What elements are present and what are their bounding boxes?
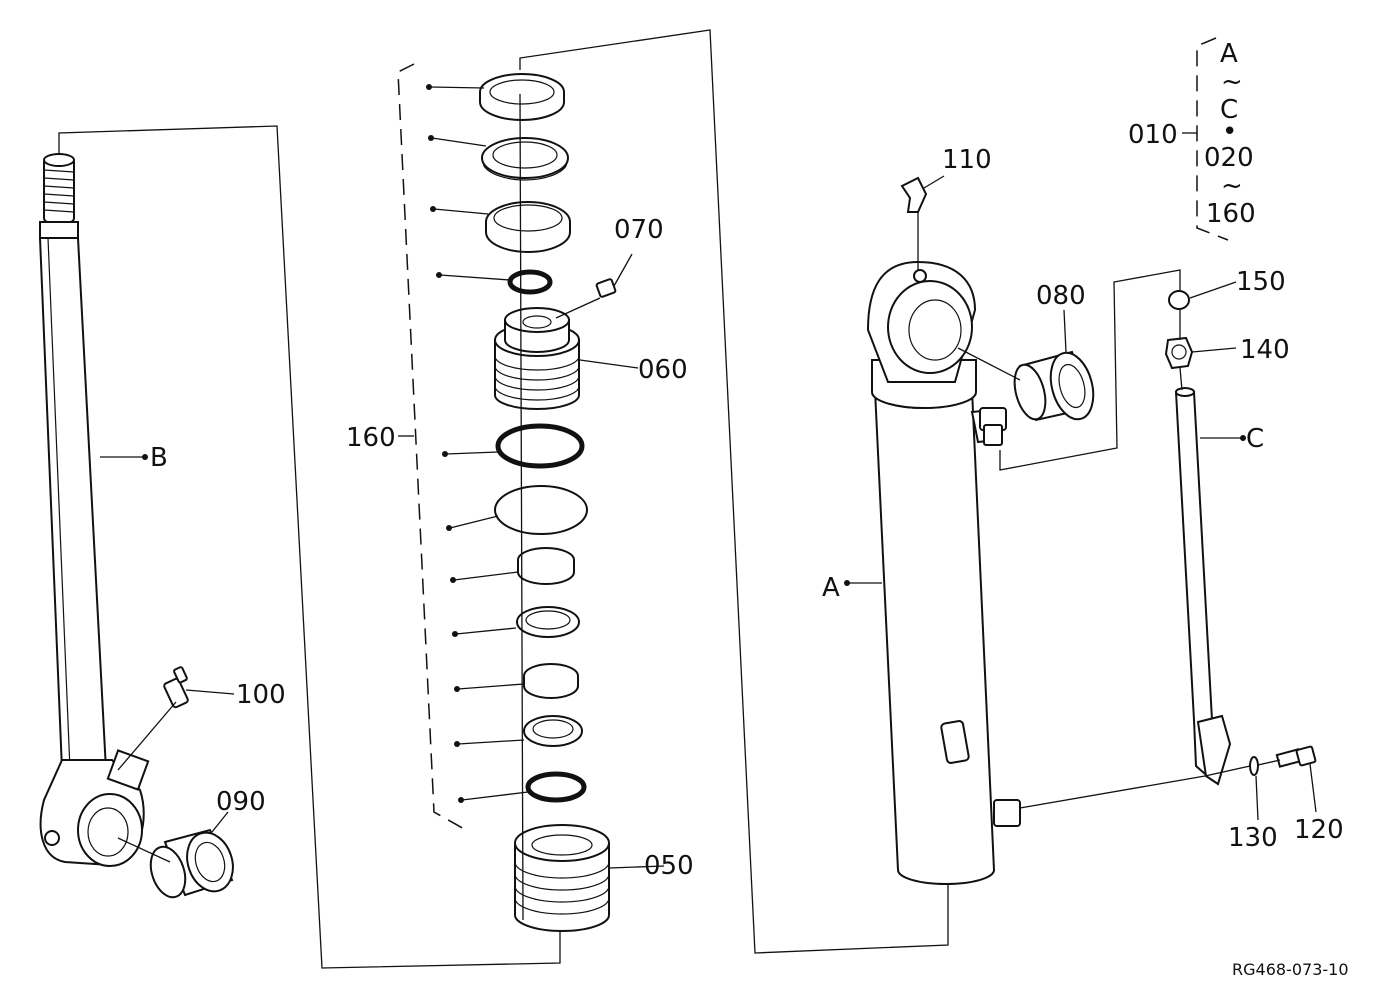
- label-110: 110: [942, 145, 992, 175]
- piston-rod-b: [38, 153, 150, 867]
- o-ring-small-2: [525, 771, 587, 803]
- piston-060: [494, 307, 580, 410]
- kit-bracket-160: [397, 63, 467, 831]
- drawing-code: RG468-073-10: [1232, 960, 1349, 979]
- label-100: 100: [236, 680, 286, 710]
- label-160: 160: [346, 423, 396, 453]
- seal-ring-5: [516, 606, 580, 638]
- bushing-080: [1013, 350, 1095, 422]
- elbow-fitting-110: [900, 176, 928, 213]
- cap-150: [1168, 290, 1190, 310]
- o-ring-large: [495, 423, 585, 469]
- label-050: 050: [644, 851, 694, 881]
- seal-ring-6: [523, 663, 579, 699]
- label-020: 020: [1204, 143, 1254, 173]
- washer-130: [1249, 756, 1259, 776]
- pipe-c: [1174, 387, 1232, 786]
- label-range-a: A: [1220, 39, 1238, 69]
- assembly-lines: [58, 29, 1281, 969]
- label-080: 080: [1036, 281, 1086, 311]
- leader-lines: [100, 86, 1317, 869]
- label-060: 060: [638, 355, 688, 385]
- label-a: A: [822, 573, 840, 603]
- label-140: 140: [1240, 335, 1290, 365]
- label-150: 150: [1236, 267, 1286, 297]
- o-ring-small: [507, 269, 553, 295]
- label-bullet: •: [1222, 117, 1237, 147]
- part-labels: 010 A ~ C • 020 ~ 160 110 080 150 140 C …: [150, 39, 1349, 979]
- label-090: 090: [216, 787, 266, 817]
- cylinder-head-050: [514, 824, 610, 932]
- label-120: 120: [1294, 815, 1344, 845]
- label-010: 010: [1128, 120, 1178, 150]
- bushing-090: [149, 828, 234, 899]
- seal-ring-4: [517, 547, 575, 585]
- label-c: C: [1246, 424, 1264, 454]
- set-screw-070: [595, 278, 617, 298]
- label-160-range: 160: [1206, 199, 1256, 229]
- bullet-dots: [142, 84, 1246, 803]
- label-tilde-1: ~: [1221, 67, 1243, 97]
- grease-nipple-100: [163, 666, 189, 709]
- seal-ring-2: [481, 137, 569, 181]
- bolt-120: [1275, 745, 1317, 768]
- range-bracket-010: [1196, 37, 1229, 241]
- label-tilde-2: ~: [1221, 171, 1243, 201]
- nut-140: [1164, 336, 1194, 370]
- seal-ring-1: [479, 73, 565, 121]
- label-b: B: [150, 443, 168, 473]
- cylinder-tube-a: [866, 260, 1021, 885]
- label-130: 130: [1228, 823, 1278, 853]
- label-range-c: C: [1220, 95, 1238, 125]
- elbow-fitting-tube: [979, 407, 1007, 446]
- seal-ring-7: [523, 715, 583, 747]
- label-070: 070: [614, 215, 664, 245]
- backup-ring-large: [494, 485, 588, 535]
- seal-ring-3: [485, 201, 571, 253]
